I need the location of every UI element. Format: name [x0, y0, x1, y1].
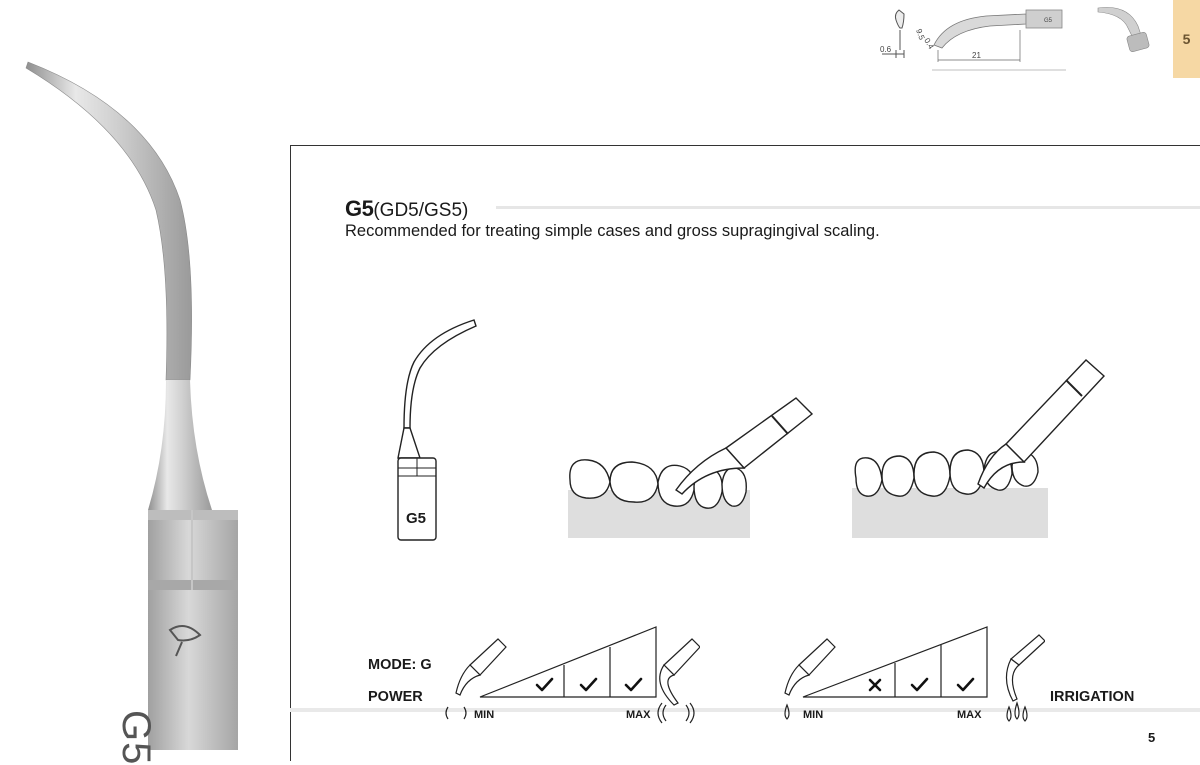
- cross-mark-icon: [868, 678, 882, 692]
- dim-angle-b-text: 9.5: [914, 28, 926, 42]
- irrigation-scale: [775, 625, 1046, 725]
- model-variants: (GD5/GS5): [373, 200, 469, 221]
- check-mark-icon: [956, 677, 975, 692]
- power-scale: [440, 625, 701, 725]
- irrigation-level-table: [802, 626, 988, 698]
- page-number: 5: [1148, 730, 1156, 745]
- tip-thumbnail: [1097, 7, 1150, 52]
- tip-line-drawing: G5: [390, 318, 490, 548]
- check-mark-icon: [579, 677, 598, 692]
- handpiece-max-icon: [659, 638, 701, 706]
- irrigation-max-label: MAX: [957, 709, 982, 721]
- chapter-tab: 5: [1173, 0, 1200, 78]
- check-mark-icon: [535, 677, 554, 692]
- irrigation-min-label: MIN: [803, 709, 824, 721]
- mode-label: MODE: G: [368, 657, 432, 673]
- vibration-low-icon: [445, 706, 467, 720]
- water-drops-high-icon: [1006, 701, 1028, 722]
- scaler-handpiece-icon: [977, 359, 1106, 490]
- tip-cross-section: [882, 9, 905, 58]
- bird-logo-icon: [168, 625, 202, 657]
- power-label: POWER: [368, 689, 423, 705]
- footer-divider: [290, 708, 1200, 712]
- handpiece-min-icon: [455, 638, 507, 696]
- tip-product-photo: G5: [0, 50, 260, 765]
- dim-length-text: 21: [972, 51, 981, 60]
- handpiece-max-icon: [1005, 634, 1046, 702]
- irrigation-label: IRRIGATION: [1050, 689, 1135, 705]
- chapter-number: 5: [1182, 31, 1191, 47]
- vibration-high-icon: [657, 702, 695, 724]
- content-panel: [290, 145, 1200, 761]
- scaler-handpiece-icon: [675, 397, 814, 495]
- product-title: G5(GD5/GS5): [345, 196, 468, 222]
- dim-width-text: 0.6: [880, 45, 892, 54]
- check-mark-icon: [910, 677, 929, 692]
- lower-teeth-illustration: [566, 378, 816, 540]
- tip-side-view: [932, 9, 1066, 71]
- tip-engraving: G5: [114, 710, 158, 765]
- model-name: G5: [345, 196, 374, 221]
- title-divider: [496, 206, 1200, 209]
- water-drop-low-icon: [784, 703, 790, 720]
- tip-label: G5: [406, 510, 427, 527]
- handpiece-min-icon: [784, 638, 836, 696]
- power-max-label: MAX: [626, 709, 651, 721]
- dim-engraving-text: G5: [1044, 18, 1053, 24]
- check-mark-icon: [624, 677, 643, 692]
- power-level-table: [479, 626, 657, 698]
- dimension-drawing: 0.6 9.5 0.4 21 G5: [866, 0, 1176, 80]
- upper-teeth-illustration: [850, 352, 1110, 540]
- dim-angle-c-text: 0.4: [922, 37, 936, 52]
- product-description: Recommended for treating simple cases an…: [345, 222, 880, 240]
- power-min-label: MIN: [474, 709, 495, 721]
